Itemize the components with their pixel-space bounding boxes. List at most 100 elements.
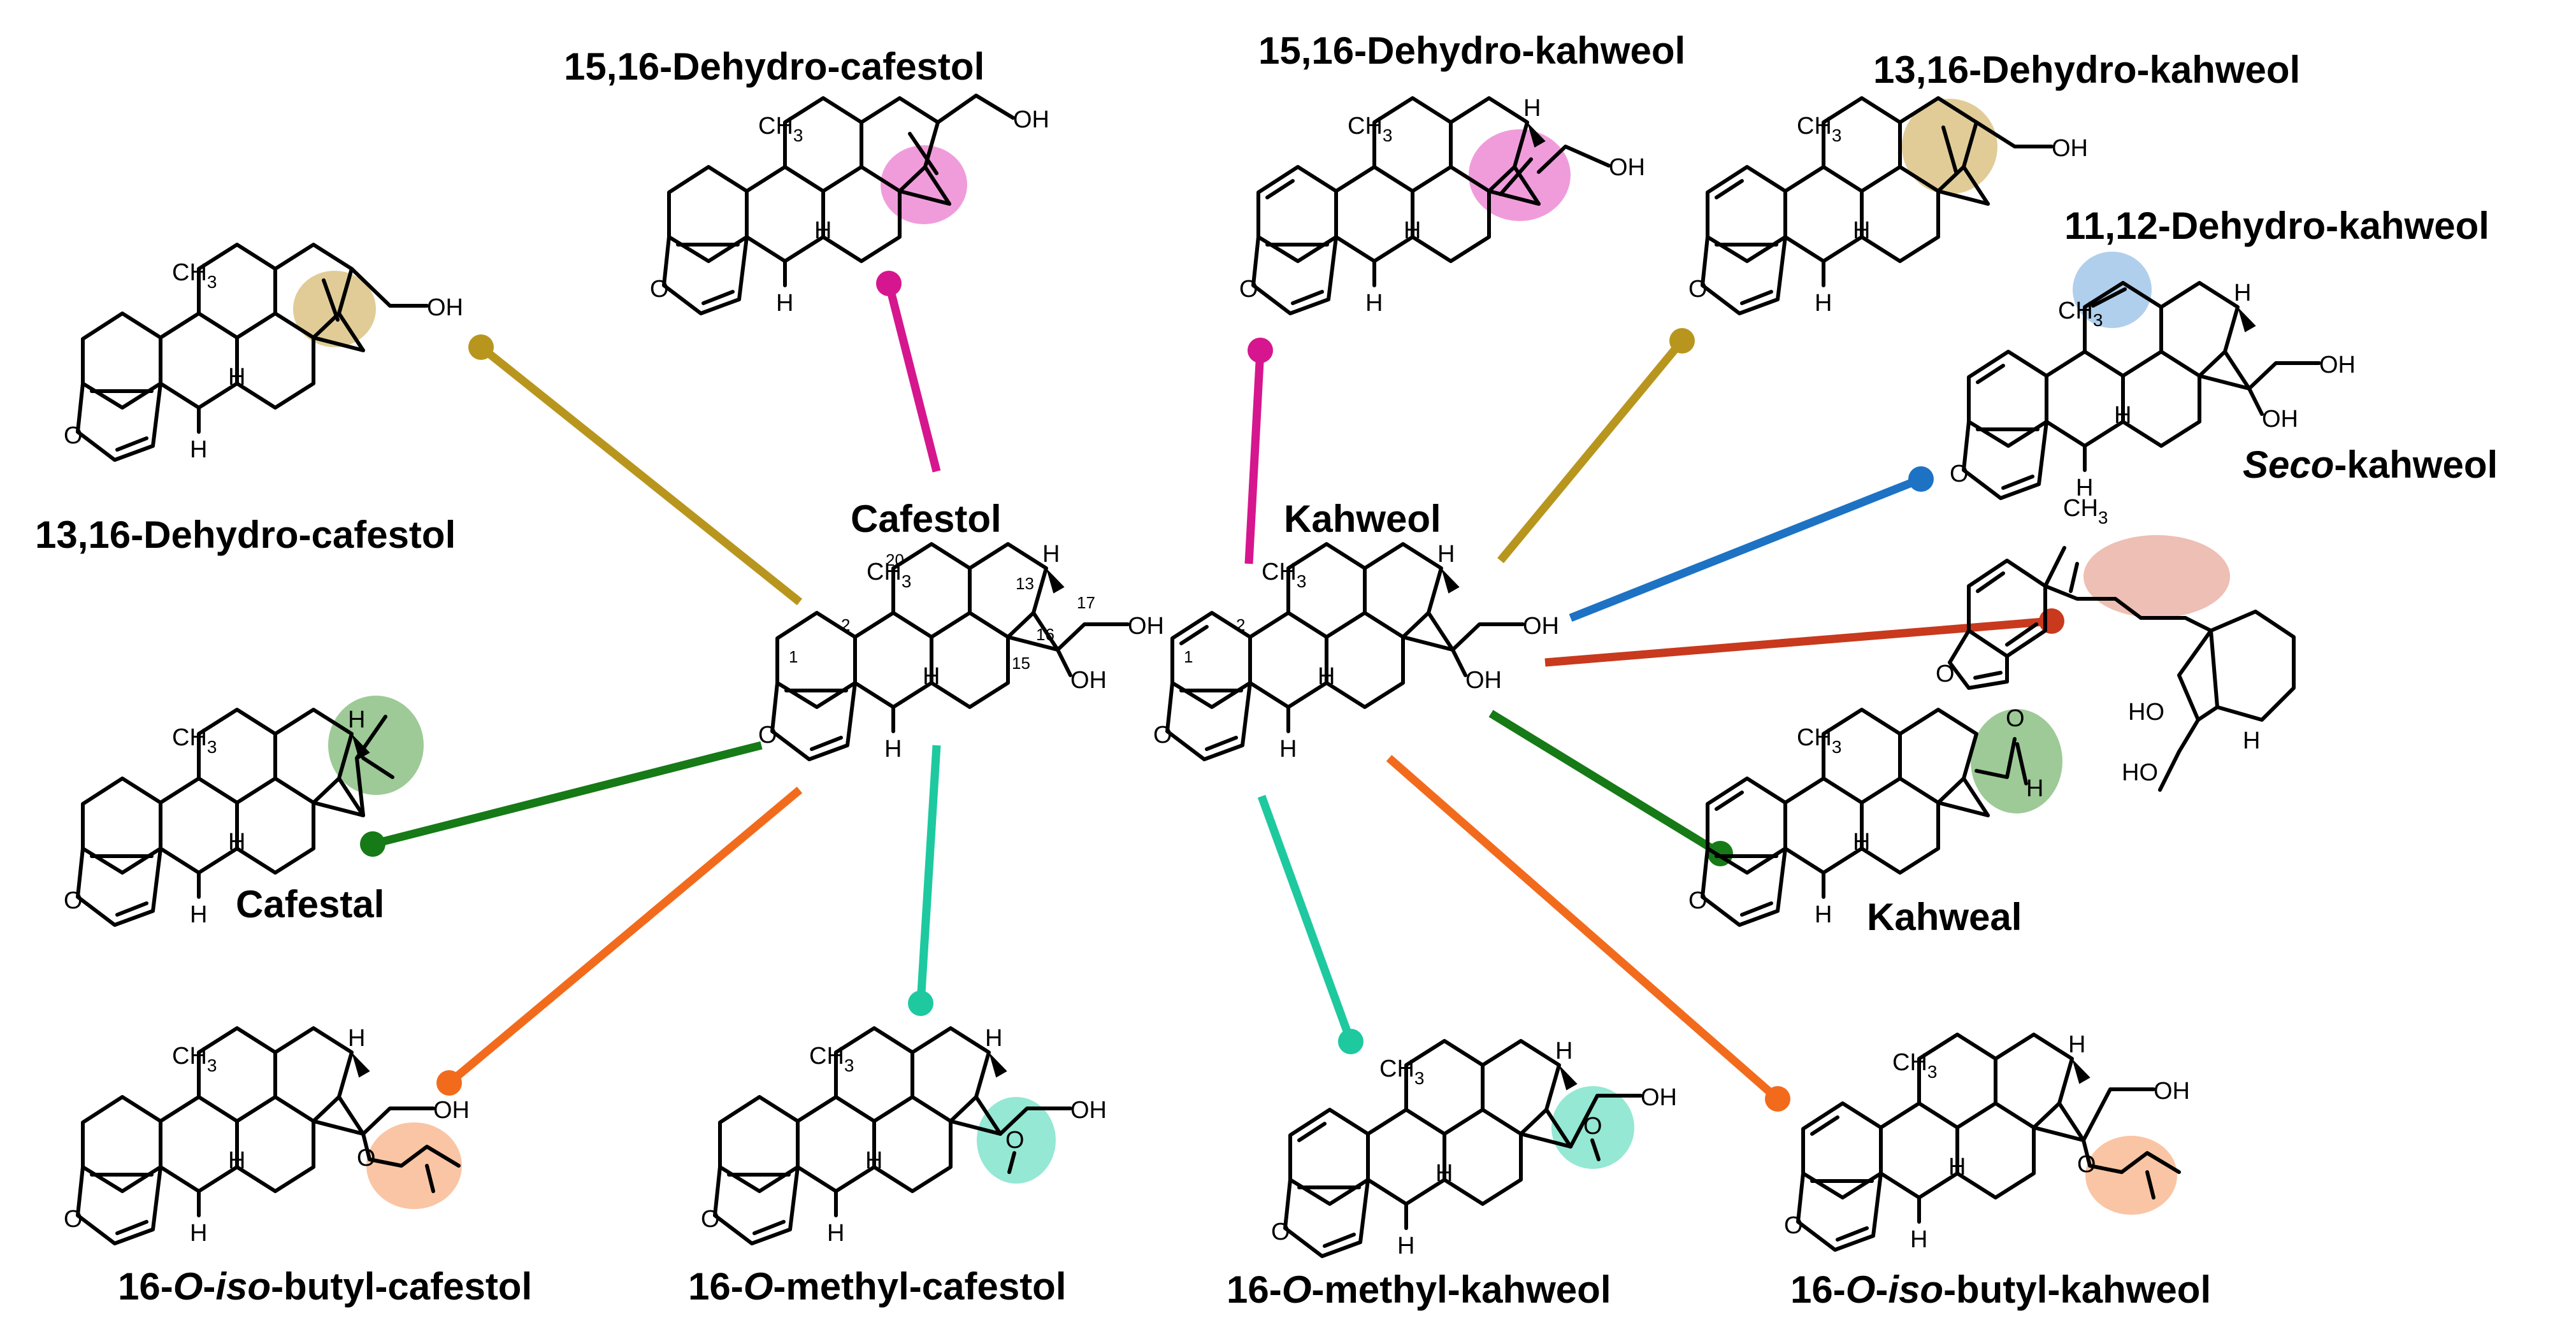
h-label: H — [2068, 1031, 2085, 1058]
connector-dh1112-kahweol — [1569, 475, 1923, 622]
hydroxyl-label: OH — [1070, 667, 1107, 694]
methyl-label: CH3 — [1892, 1049, 1937, 1082]
hydroxyl-label: OH — [2319, 352, 2356, 378]
furan-oxygen: O — [64, 1206, 83, 1233]
furan-oxygen: O — [64, 887, 83, 914]
h-label: H — [348, 706, 365, 733]
structure-kahweol: O CH3 H H H OH OH 1 2 — [1153, 541, 1559, 763]
title-cafestal: Cafestal — [236, 883, 384, 926]
methyl-label: CH3 — [1379, 1056, 1424, 1088]
title-dh1516-kahweol: 15,16-Dehydro-kahweol — [1258, 29, 1685, 72]
highlight-ellipse — [977, 1097, 1056, 1184]
h-label: H — [228, 1147, 245, 1174]
structure-methyl-cafestol: O CH3 H H H OH O — [701, 1025, 1107, 1247]
h-label: H — [2243, 727, 2260, 754]
h-label: H — [884, 736, 902, 763]
h-label: H — [1523, 95, 1541, 122]
methyl-label: CH3 — [2063, 495, 2108, 527]
connector-dot — [1908, 466, 1934, 492]
highlight-ellipse — [1551, 1086, 1634, 1169]
connector-dot — [1248, 338, 1273, 363]
hydroxyl-label: HO — [2128, 699, 2164, 726]
highlight-ellipse — [1971, 709, 2062, 813]
highlight-ellipse — [2083, 535, 2230, 618]
connector-dot — [1669, 328, 1695, 354]
structure-dh1316-cafestol: O CH3 H H OH — [64, 245, 463, 463]
h-label: H — [1948, 1154, 1966, 1180]
hydroxyl-label: OH — [433, 1097, 470, 1124]
position-number: 2 — [1236, 615, 1245, 634]
h-label: H — [1815, 290, 1832, 317]
title-methyl-cafestol: 16-O-methyl-cafestol — [688, 1265, 1067, 1308]
connector-methyl-kahweol — [1257, 794, 1355, 1043]
highlight-ellipse — [2085, 1136, 2177, 1215]
structure-cafestol: O CH3 H H H OH OH 1 2 20 13 16 17 15 — [758, 541, 1164, 763]
connector-isobutyl-cafestol — [446, 787, 803, 1086]
h-label: H — [1365, 290, 1383, 317]
connector-dot — [908, 991, 933, 1016]
connector-dot — [876, 271, 902, 296]
position-number: 1 — [789, 647, 798, 666]
ether-oxygen: O — [1583, 1113, 1602, 1140]
position-number: 1 — [1184, 647, 1193, 666]
h-label: H — [1042, 541, 1060, 568]
structure-cafestal: O CH3 H H H — [64, 696, 424, 928]
structure-dh1316-kahweol: O CH3 H H OH — [1688, 98, 2088, 317]
h-label: H — [190, 436, 207, 463]
h-label: H — [1910, 1226, 1927, 1253]
structure-kahweal: O CH3 H H O H — [1688, 705, 2062, 928]
h-label: H — [814, 217, 831, 244]
hydroxyl-label: OH — [427, 294, 463, 321]
h-label: H — [827, 1220, 844, 1247]
title-cafestol: Cafestol — [851, 498, 1002, 540]
hydroxyl-label: OH — [1523, 613, 1559, 640]
connector-dot — [468, 334, 494, 360]
methyl-label: CH3 — [172, 724, 217, 757]
connector-dh1316-cafestol — [478, 343, 803, 606]
h-label: H — [1437, 541, 1455, 568]
structure-dh1516-kahweol: O CH3 H H H OH — [1239, 95, 1645, 317]
h-label: H — [1279, 736, 1297, 763]
structure-methyl-kahweol: O CH3 H H H OH O — [1271, 1038, 1677, 1259]
position-number: 16 — [1036, 625, 1054, 644]
structure-isobutyl-kahweol: O CH3 H H H OH O — [1784, 1031, 2190, 1253]
h-label: H — [1853, 829, 1870, 856]
furan-oxygen: O — [1784, 1212, 1803, 1239]
furan-oxygen: O — [1239, 276, 1258, 303]
h-label: H — [2234, 280, 2251, 306]
ether-oxygen: O — [2077, 1151, 2096, 1178]
title-seco-kahweol: Seco-kahweol — [2243, 443, 2498, 486]
position-number: 20 — [886, 550, 904, 569]
structure-isobutyl-cafestol: O CH3 H H H OH O — [64, 1025, 470, 1247]
h-label: H — [1436, 1160, 1453, 1187]
title-dh1516-cafestol: 15,16-Dehydro-cafestol — [564, 45, 984, 88]
furan-oxygen: O — [650, 276, 669, 303]
title-isobutyl-cafestol: 16-O-iso-butyl-cafestol — [118, 1265, 532, 1308]
title-methyl-kahweol: 16-O-methyl-kahweol — [1227, 1268, 1611, 1311]
connector-kahweal — [1488, 710, 1723, 857]
title-kahweal: Kahweal — [1867, 896, 2022, 938]
h-label: H — [190, 901, 207, 928]
h-label: H — [348, 1025, 365, 1052]
structure-dh1112-kahweol: O CH3 H H H OH OH — [1950, 252, 2356, 501]
connector-dot — [2039, 608, 2064, 634]
furan-oxygen: O — [1936, 661, 1955, 687]
connector-cafestal — [371, 741, 763, 849]
highlight-ellipse — [328, 696, 424, 795]
h-label: H — [190, 1220, 207, 1247]
h-label: H — [1853, 217, 1870, 244]
methyl-label: CH3 — [867, 559, 911, 591]
hydroxyl-label: OH — [1013, 106, 1049, 133]
furan-oxygen: O — [701, 1206, 720, 1233]
furan-oxygen: O — [64, 422, 83, 449]
structure-dh1516-cafestol: O CH3 H H OH — [650, 94, 1049, 317]
methyl-label: CH3 — [2058, 297, 2103, 330]
hydroxyl-label: OH — [2262, 406, 2298, 433]
h-label: H — [1318, 663, 1335, 690]
title-dh1316-kahweol: 13,16-Dehydro-kahweol — [1873, 48, 2300, 91]
methyl-label: CH3 — [172, 259, 217, 292]
ether-oxygen: O — [357, 1145, 376, 1171]
hydroxyl-label: OH — [1128, 613, 1164, 640]
hydroxyl-label: OH — [1641, 1084, 1677, 1111]
